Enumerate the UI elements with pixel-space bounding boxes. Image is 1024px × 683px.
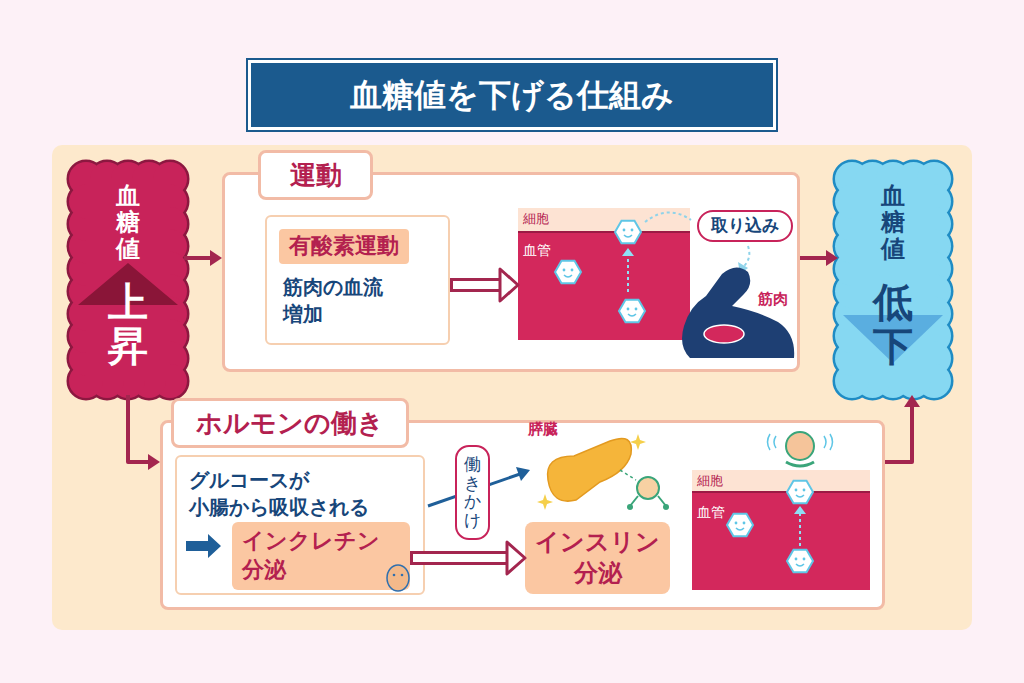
vessel-label: 血管 [697,503,870,521]
process-box: 有酸素運動筋肉の血流 増加 [265,215,450,345]
beige-panel [52,145,972,630]
panel: 運動有酸素運動筋肉の血流 増加細胞血管 [222,172,800,372]
arrow-shaft [800,256,827,260]
cloud-label: 血糖値 [116,183,140,262]
cell-label: 細胞 [697,473,870,489]
tag-text: 有酸素運動 [279,229,409,264]
tag-box: インクレチン 分泌 [232,522,410,590]
cloud-shape: 血糖値上昇 [72,165,184,395]
tag-box: インスリン 分泌 [525,522,670,594]
tag-text: インクレチン 分泌 [242,527,400,584]
vessel-label: 血管 [523,241,690,259]
cloud-body [69,162,187,398]
flow-arrow [184,250,222,266]
arrow-shaft [184,256,211,260]
part-label: 筋肉 [758,290,788,309]
vessel-panel: 細胞血管 [518,208,690,340]
callout-pill: 働きかけ [455,445,490,540]
cloud-label: 血糖値 [881,183,905,262]
vessel-panel: 細胞血管 [692,470,870,590]
arrow-head [210,250,222,266]
part-label: 膵臓 [528,420,558,439]
panel: ホルモンの働きグルコースが 小腸から吸収されるインクレチン 分泌インスリン 分泌… [160,420,885,610]
cloud-body [835,162,951,398]
body-text: グルコースが 小腸から吸収される [189,467,411,521]
flow-arrow [128,395,160,470]
cloud-fill [852,179,934,381]
flow-arrow [800,250,838,266]
title-banner: 血糖値を下げる仕組み [248,60,776,130]
flow-arrow [885,395,920,462]
arrow-shaft [885,406,912,462]
cloud-shape: 血糖値低下 [838,165,948,395]
cloud-value: 上昇 [108,280,148,368]
process-box: グルコースが 小腸から吸収されるインクレチン 分泌 [175,455,425,595]
body-text: 筋肉の血流 増加 [283,274,398,328]
cloud-fill [86,179,170,381]
cloud-value: 低下 [873,280,913,368]
panel-heading: ホルモンの働き [171,398,409,448]
cell-label: 細胞 [523,211,690,227]
callout-pill: 取り込み [697,210,793,242]
panel-heading: 運動 [258,150,373,200]
tag-text: インスリン 分泌 [535,527,660,589]
arrow-head [148,454,160,470]
arrow-shaft [128,395,149,462]
